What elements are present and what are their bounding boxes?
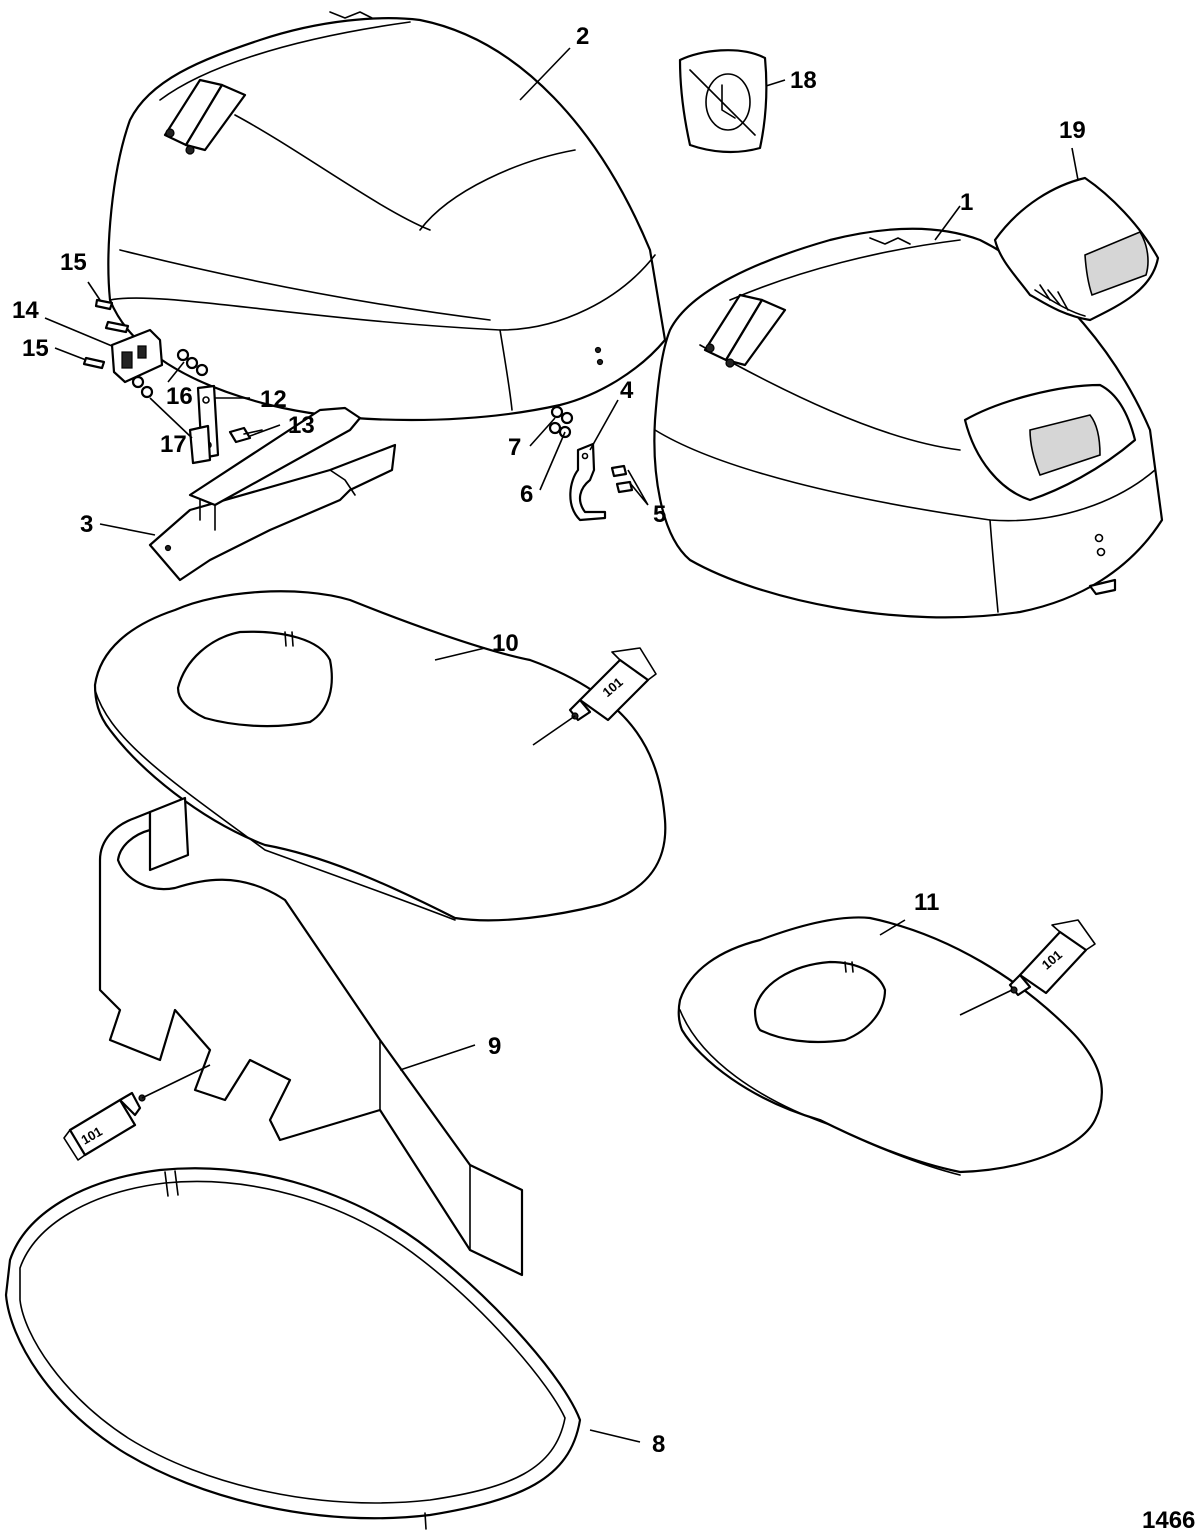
adhesive-tube-2: 101 bbox=[1008, 919, 1096, 997]
callout-2: 2 bbox=[576, 23, 589, 50]
seal-ring-part-8 bbox=[4, 1167, 582, 1530]
callout-15-top: 15 bbox=[60, 249, 87, 276]
leader-lines bbox=[44, 47, 1079, 1443]
callout-7: 7 bbox=[508, 434, 521, 461]
callout-12: 12 bbox=[260, 386, 287, 413]
callout-6: 6 bbox=[520, 481, 533, 508]
foam-strip-part-9 bbox=[98, 796, 524, 1277]
callout-19: 19 bbox=[1059, 117, 1086, 144]
bracket-hardware-parts-4-7 bbox=[548, 405, 634, 522]
callout-18: 18 bbox=[790, 67, 817, 94]
callout-10: 10 bbox=[492, 630, 519, 657]
latch-bracket-part-3 bbox=[148, 406, 397, 582]
callout-labels: 1 2 3 4 5 6 7 8 9 10 11 12 13 14 15 15 1… bbox=[12, 23, 1195, 1534]
callout-5: 5 bbox=[653, 501, 666, 528]
adhesive-tube-1: 101 bbox=[568, 647, 657, 722]
figure-number: 1466 bbox=[1142, 1507, 1195, 1534]
callout-16: 16 bbox=[166, 383, 193, 410]
callout-17: 17 bbox=[160, 431, 187, 458]
callout-1: 1 bbox=[960, 189, 973, 216]
intake-cover-part-19 bbox=[993, 176, 1160, 322]
top-cowl-part-2 bbox=[107, 11, 667, 422]
callout-3: 3 bbox=[80, 511, 93, 538]
callout-8: 8 bbox=[652, 1431, 665, 1458]
callout-14: 14 bbox=[12, 297, 39, 324]
foam-panel-part-11 bbox=[677, 916, 1103, 1176]
callout-4: 4 bbox=[620, 377, 634, 404]
adhesive-tube-3: 101 bbox=[63, 1091, 146, 1161]
callout-15-bottom: 15 bbox=[22, 335, 49, 362]
callout-9: 9 bbox=[488, 1033, 501, 1060]
callout-13: 13 bbox=[288, 412, 315, 439]
cap-part-18 bbox=[678, 49, 768, 154]
latch-assembly-parts-14-17 bbox=[82, 298, 263, 465]
callout-11: 11 bbox=[914, 889, 939, 916]
top-cowl-part-1 bbox=[653, 227, 1164, 619]
foam-panel-part-10 bbox=[93, 590, 667, 922]
